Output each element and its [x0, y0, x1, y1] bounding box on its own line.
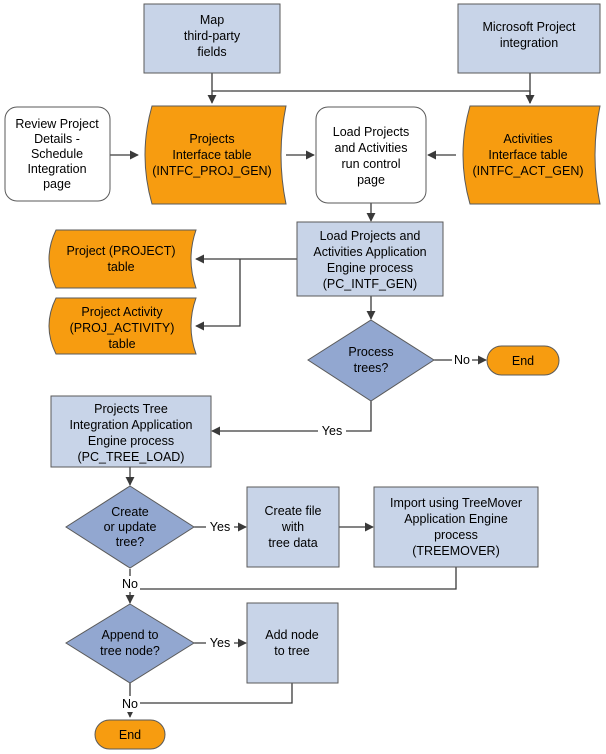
edge-addnode-to-merge: [130, 683, 293, 704]
node-load-runctl-page: Load Projects and Activities run control…: [315, 106, 427, 204]
node-text: with: [281, 520, 304, 534]
node-text: Integration Application: [69, 418, 192, 432]
node-text: fields: [197, 45, 226, 59]
node-tree-integration-process: Projects Tree Integration Application En…: [50, 395, 212, 468]
node-text: Application Engine: [404, 512, 508, 526]
node-load-ae-process: Load Projects and Activities Application…: [296, 221, 444, 297]
label-append-yes: Yes: [210, 636, 230, 650]
node-text: process: [434, 528, 478, 542]
edge-map-to-act-interface: [212, 90, 535, 104]
node-text: Interface table: [488, 148, 567, 162]
node-text: (INTFC_PROJ_GEN): [152, 164, 271, 178]
node-create-update-decision: Create or update tree?: [65, 485, 195, 569]
node-text: Process: [348, 345, 393, 359]
node-end-top: End: [486, 345, 560, 376]
node-project-table: Project (PROJECT) table: [48, 229, 197, 289]
label-create-no: No: [122, 577, 138, 591]
edge-process-trees-yes: [211, 401, 372, 436]
label-create-yes: Yes: [210, 520, 230, 534]
node-text: Projects: [189, 132, 234, 146]
node-text: Engine process: [88, 434, 174, 448]
node-text: Engine process: [327, 261, 413, 275]
node-text: (TREEMOVER): [412, 544, 500, 558]
node-text: (PROJ_ACTIVITY): [70, 321, 175, 335]
node-text: Schedule: [31, 147, 83, 161]
node-map-fields: Map third-party fields: [143, 3, 281, 74]
node-text: Project Activity: [81, 305, 163, 319]
node-text: tree data: [268, 536, 317, 550]
node-text: End: [512, 354, 534, 368]
node-text: tree?: [116, 535, 145, 549]
node-process-trees-decision: Process trees?: [307, 319, 435, 402]
node-text: run control: [341, 157, 400, 171]
node-text: Create: [111, 505, 149, 519]
node-text: table: [107, 260, 134, 274]
node-append-decision: Append to tree node?: [65, 603, 195, 684]
node-text: Add node: [265, 628, 319, 642]
node-text: trees?: [354, 361, 389, 375]
node-text: Load Projects: [333, 125, 409, 139]
node-text: Review Project: [15, 117, 99, 131]
label-process-yes: Yes: [322, 424, 342, 438]
node-text: Projects Tree: [94, 402, 168, 416]
node-text: Activities: [503, 132, 552, 146]
node-review-page: Review Project Details - Schedule Integr…: [4, 106, 111, 202]
node-text: Create file: [265, 504, 322, 518]
edge-load-ae-to-activity-table: [195, 259, 241, 331]
node-text: to tree: [274, 644, 309, 658]
node-text: Map: [200, 13, 224, 27]
node-proj-activity-table: Project Activity (PROJ_ACTIVITY) table: [48, 297, 197, 355]
node-text: Interface table: [172, 148, 251, 162]
node-text: Project (PROJECT): [66, 244, 175, 258]
node-text: Details -: [34, 132, 80, 146]
node-text: integration: [500, 36, 558, 50]
node-text: table: [108, 337, 135, 351]
node-create-file: Create file with tree data: [246, 486, 340, 568]
node-text: or update: [104, 520, 157, 534]
node-text: Activities Application: [313, 245, 426, 259]
node-end-bottom: End: [94, 719, 166, 750]
node-text: Integration: [27, 162, 86, 176]
edge-import-to-merge: [130, 567, 457, 590]
node-text: Import using TreeMover: [390, 496, 522, 510]
node-text: Load Projects and: [320, 229, 421, 243]
node-proj-interface-table: Projects Interface table (INTFC_PROJ_GEN…: [144, 105, 287, 205]
node-act-interface-table: Activities Interface table (INTFC_ACT_GE…: [462, 105, 601, 205]
node-text: Append to: [102, 628, 159, 642]
node-text: (PC_INTF_GEN): [323, 277, 417, 291]
node-text: tree node?: [100, 644, 160, 658]
edge-labels: No Yes Yes No Yes No: [120, 352, 472, 712]
node-text: and Activities: [335, 141, 408, 155]
node-text: page: [357, 173, 385, 187]
node-text: (PC_TREE_LOAD): [78, 450, 185, 464]
label-append-no: No: [122, 697, 138, 711]
node-add-node: Add node to tree: [246, 602, 339, 684]
node-text: page: [43, 177, 71, 191]
node-text: (INTFC_ACT_GEN): [472, 164, 583, 178]
label-process-no: No: [454, 353, 470, 367]
node-text: Microsoft Project: [482, 20, 576, 34]
node-text: third-party: [184, 29, 241, 43]
node-import-treemover: Import using TreeMover Application Engin…: [373, 486, 539, 568]
node-text: End: [119, 728, 141, 742]
node-ms-project: Microsoft Project integration: [457, 3, 601, 74]
